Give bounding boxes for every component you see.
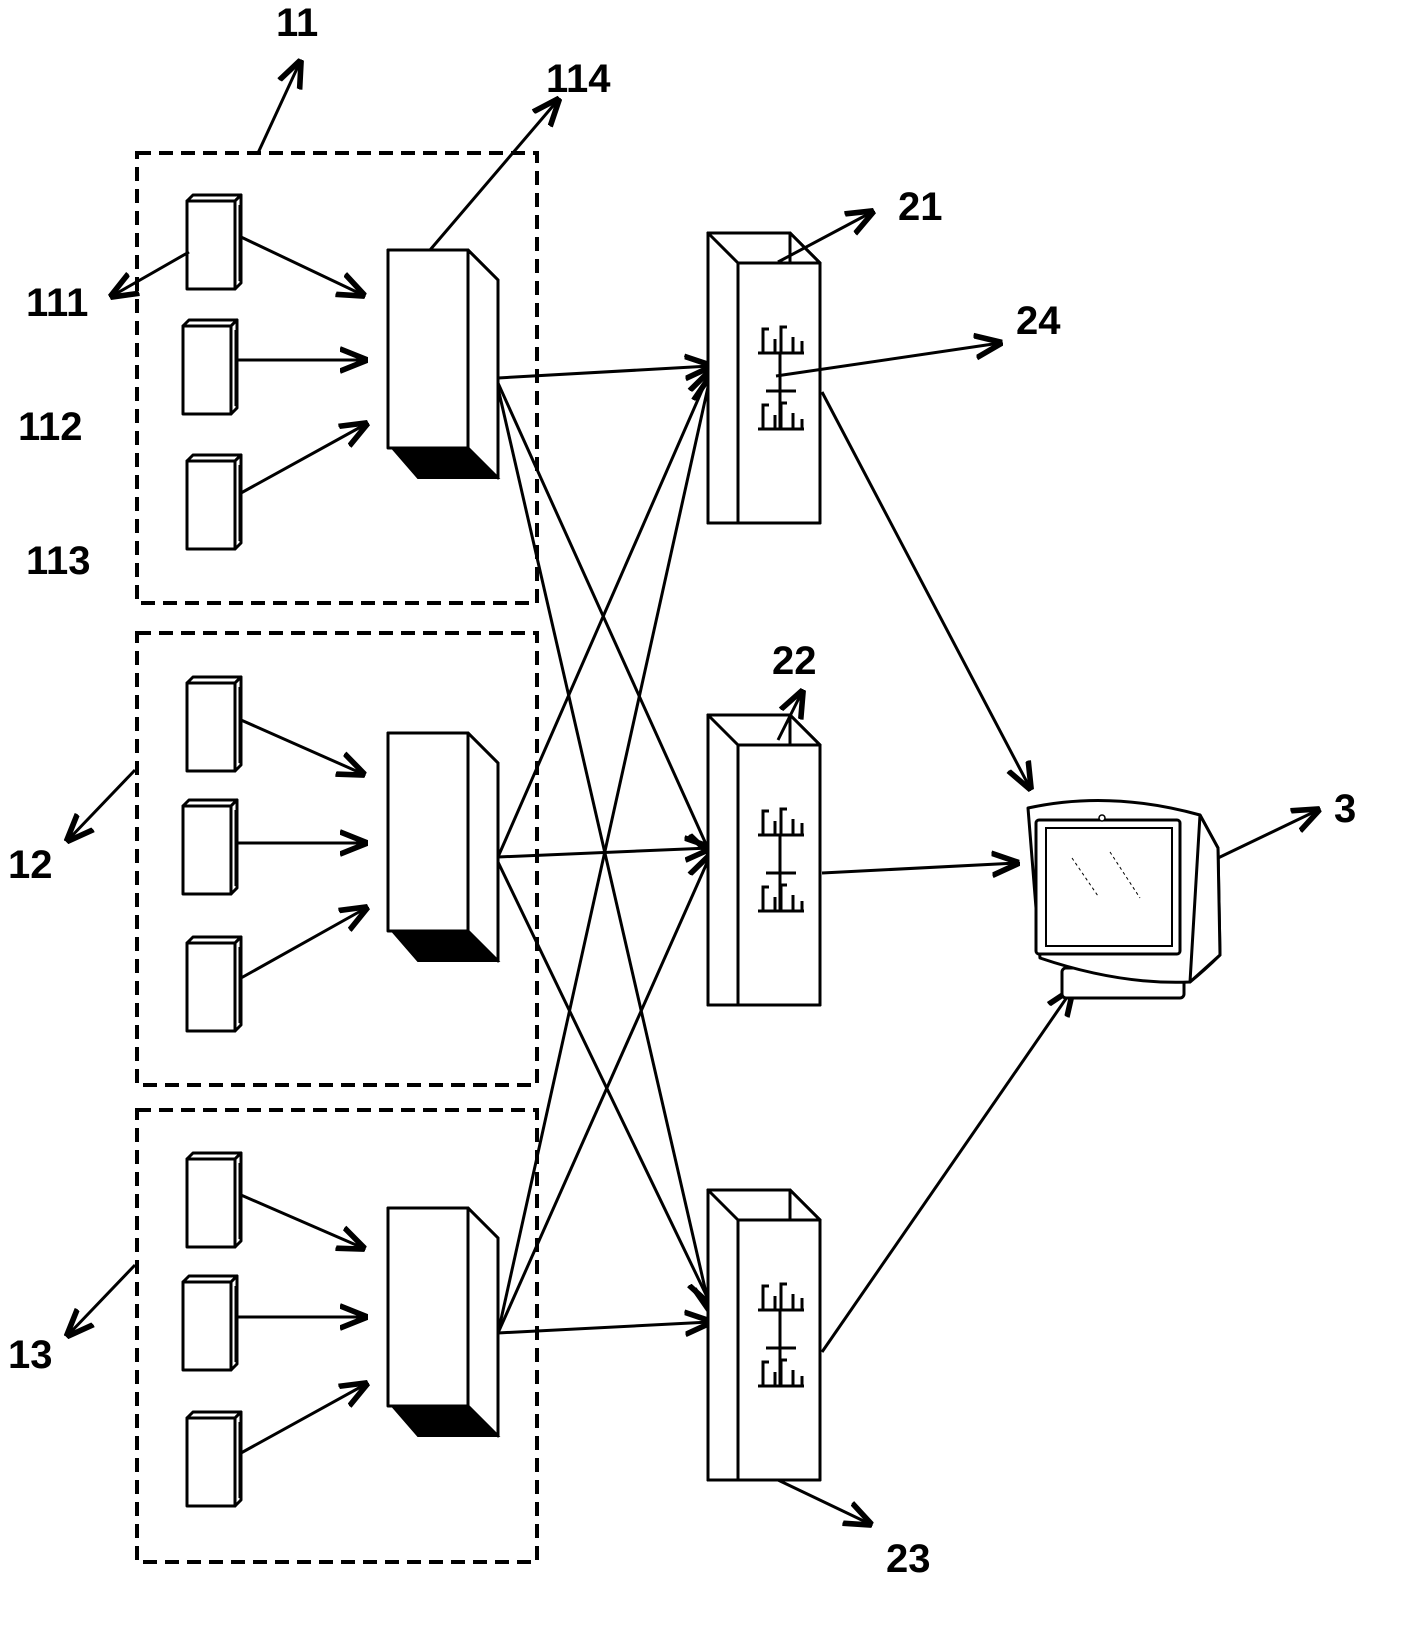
sensor-1-1 bbox=[187, 195, 241, 289]
label-group-bottom: 13 bbox=[8, 1333, 53, 1377]
label-station-middle: 22 bbox=[772, 639, 817, 683]
label-leaders bbox=[68, 62, 1318, 1524]
label-sensor-2: 112 bbox=[18, 405, 83, 449]
sensor-2-2 bbox=[183, 800, 237, 894]
sensor-1-3 bbox=[187, 455, 241, 549]
sensor-3-2 bbox=[183, 1276, 237, 1370]
label-station-bottom: 23 bbox=[886, 1537, 931, 1581]
sensor-3-1 bbox=[187, 1153, 241, 1247]
station-middle bbox=[708, 715, 820, 1005]
label-station-top: 21 bbox=[898, 185, 943, 229]
label-sensor-3: 113 bbox=[26, 539, 91, 583]
sensor-3-3 bbox=[187, 1412, 241, 1506]
collector-top bbox=[388, 250, 498, 478]
label-antenna: 24 bbox=[1016, 299, 1061, 343]
label-sensor-1: 111 bbox=[26, 281, 88, 325]
monitor-icon bbox=[1028, 800, 1220, 998]
label-group-top: 11 bbox=[276, 1, 318, 45]
station-top bbox=[708, 233, 820, 523]
sensor-1-2 bbox=[183, 320, 237, 414]
label-monitor: 3 bbox=[1334, 787, 1356, 831]
collector-station-links bbox=[498, 366, 710, 1333]
collector-bottom bbox=[388, 1208, 498, 1436]
sensor-2-3 bbox=[187, 937, 241, 1031]
sensor-2-1 bbox=[187, 677, 241, 771]
station-bottom bbox=[708, 1190, 820, 1480]
sensor-arrows bbox=[237, 237, 366, 1453]
collector-middle bbox=[388, 733, 498, 961]
label-collector: 114 bbox=[546, 57, 611, 101]
label-group-middle: 12 bbox=[8, 843, 53, 887]
